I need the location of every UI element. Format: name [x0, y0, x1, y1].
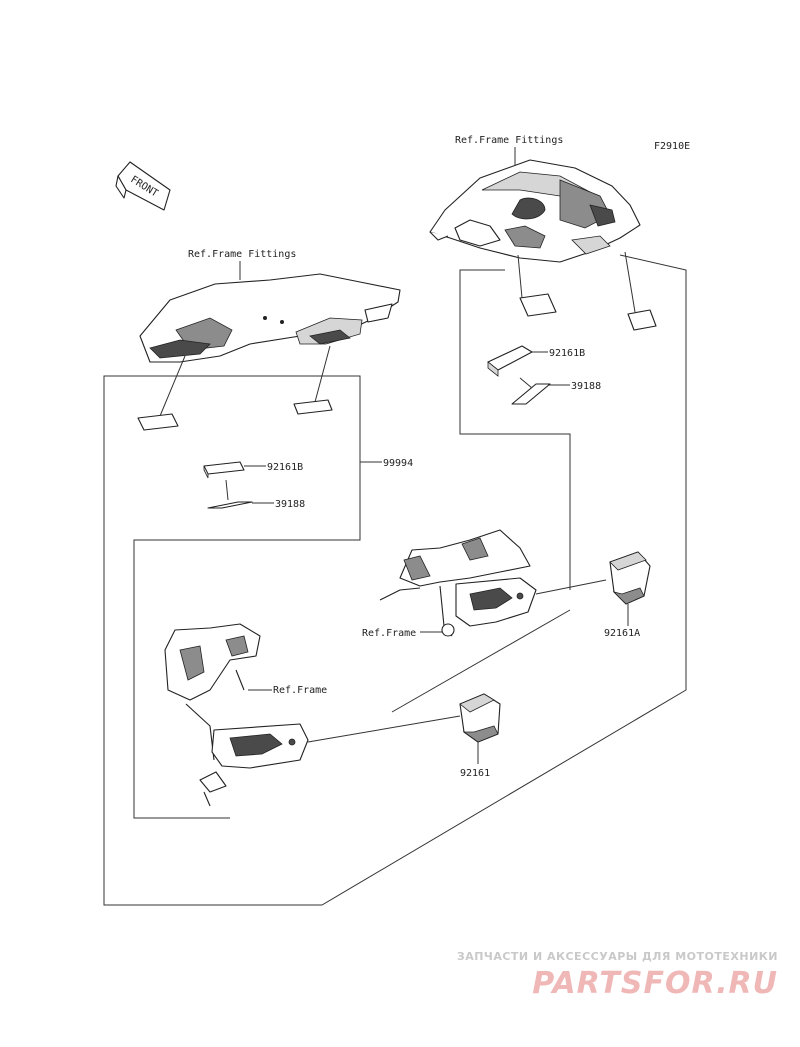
pad-92161B-right [487, 345, 533, 377]
front-arrow-icon: FRONT [115, 161, 171, 211]
part-number-39188-left: 39188 [275, 499, 305, 510]
watermark-tagline: ЗАПЧАСТИ И АКСЕССУАРЫ ДЛЯ МОТОТЕХНИКИ [456, 950, 778, 963]
figure-code: F2910E [654, 141, 690, 152]
part-number-39188-right: 39188 [571, 381, 601, 392]
ref-frame-right-label: Ref.Frame [362, 628, 416, 639]
pad-92161B-left [203, 461, 245, 479]
sheet-39188-right [511, 383, 551, 405]
pad-left-b [293, 399, 333, 415]
rubber-block-92161 [459, 693, 501, 743]
rubber-block-92161A [609, 551, 651, 605]
pad-top-right-a [519, 293, 557, 317]
ref-frame-fittings-left-label: Ref.Frame Fittings [188, 249, 296, 260]
pad-top-right-b [627, 309, 657, 331]
part-number-92161A: 92161A [604, 628, 640, 639]
rear-frame-fittings-top [429, 159, 641, 263]
rear-frame-fittings-left [139, 273, 401, 363]
sheet-39188-left [207, 501, 253, 509]
ref-frame-left-label: Ref.Frame [273, 685, 327, 696]
part-number-92161B-left: 92161B [267, 462, 303, 473]
ref-frame-fittings-top-label: Ref.Frame Fittings [455, 135, 563, 146]
part-number-92161B-right: 92161B [549, 348, 585, 359]
part-number-99994: 99994 [383, 458, 413, 469]
frame-left-side [164, 623, 309, 807]
pad-left-a [137, 413, 179, 431]
frame-right-side [379, 529, 537, 637]
part-number-92161: 92161 [460, 768, 490, 779]
watermark-logo: PARTSFOR.RU [532, 966, 778, 1001]
